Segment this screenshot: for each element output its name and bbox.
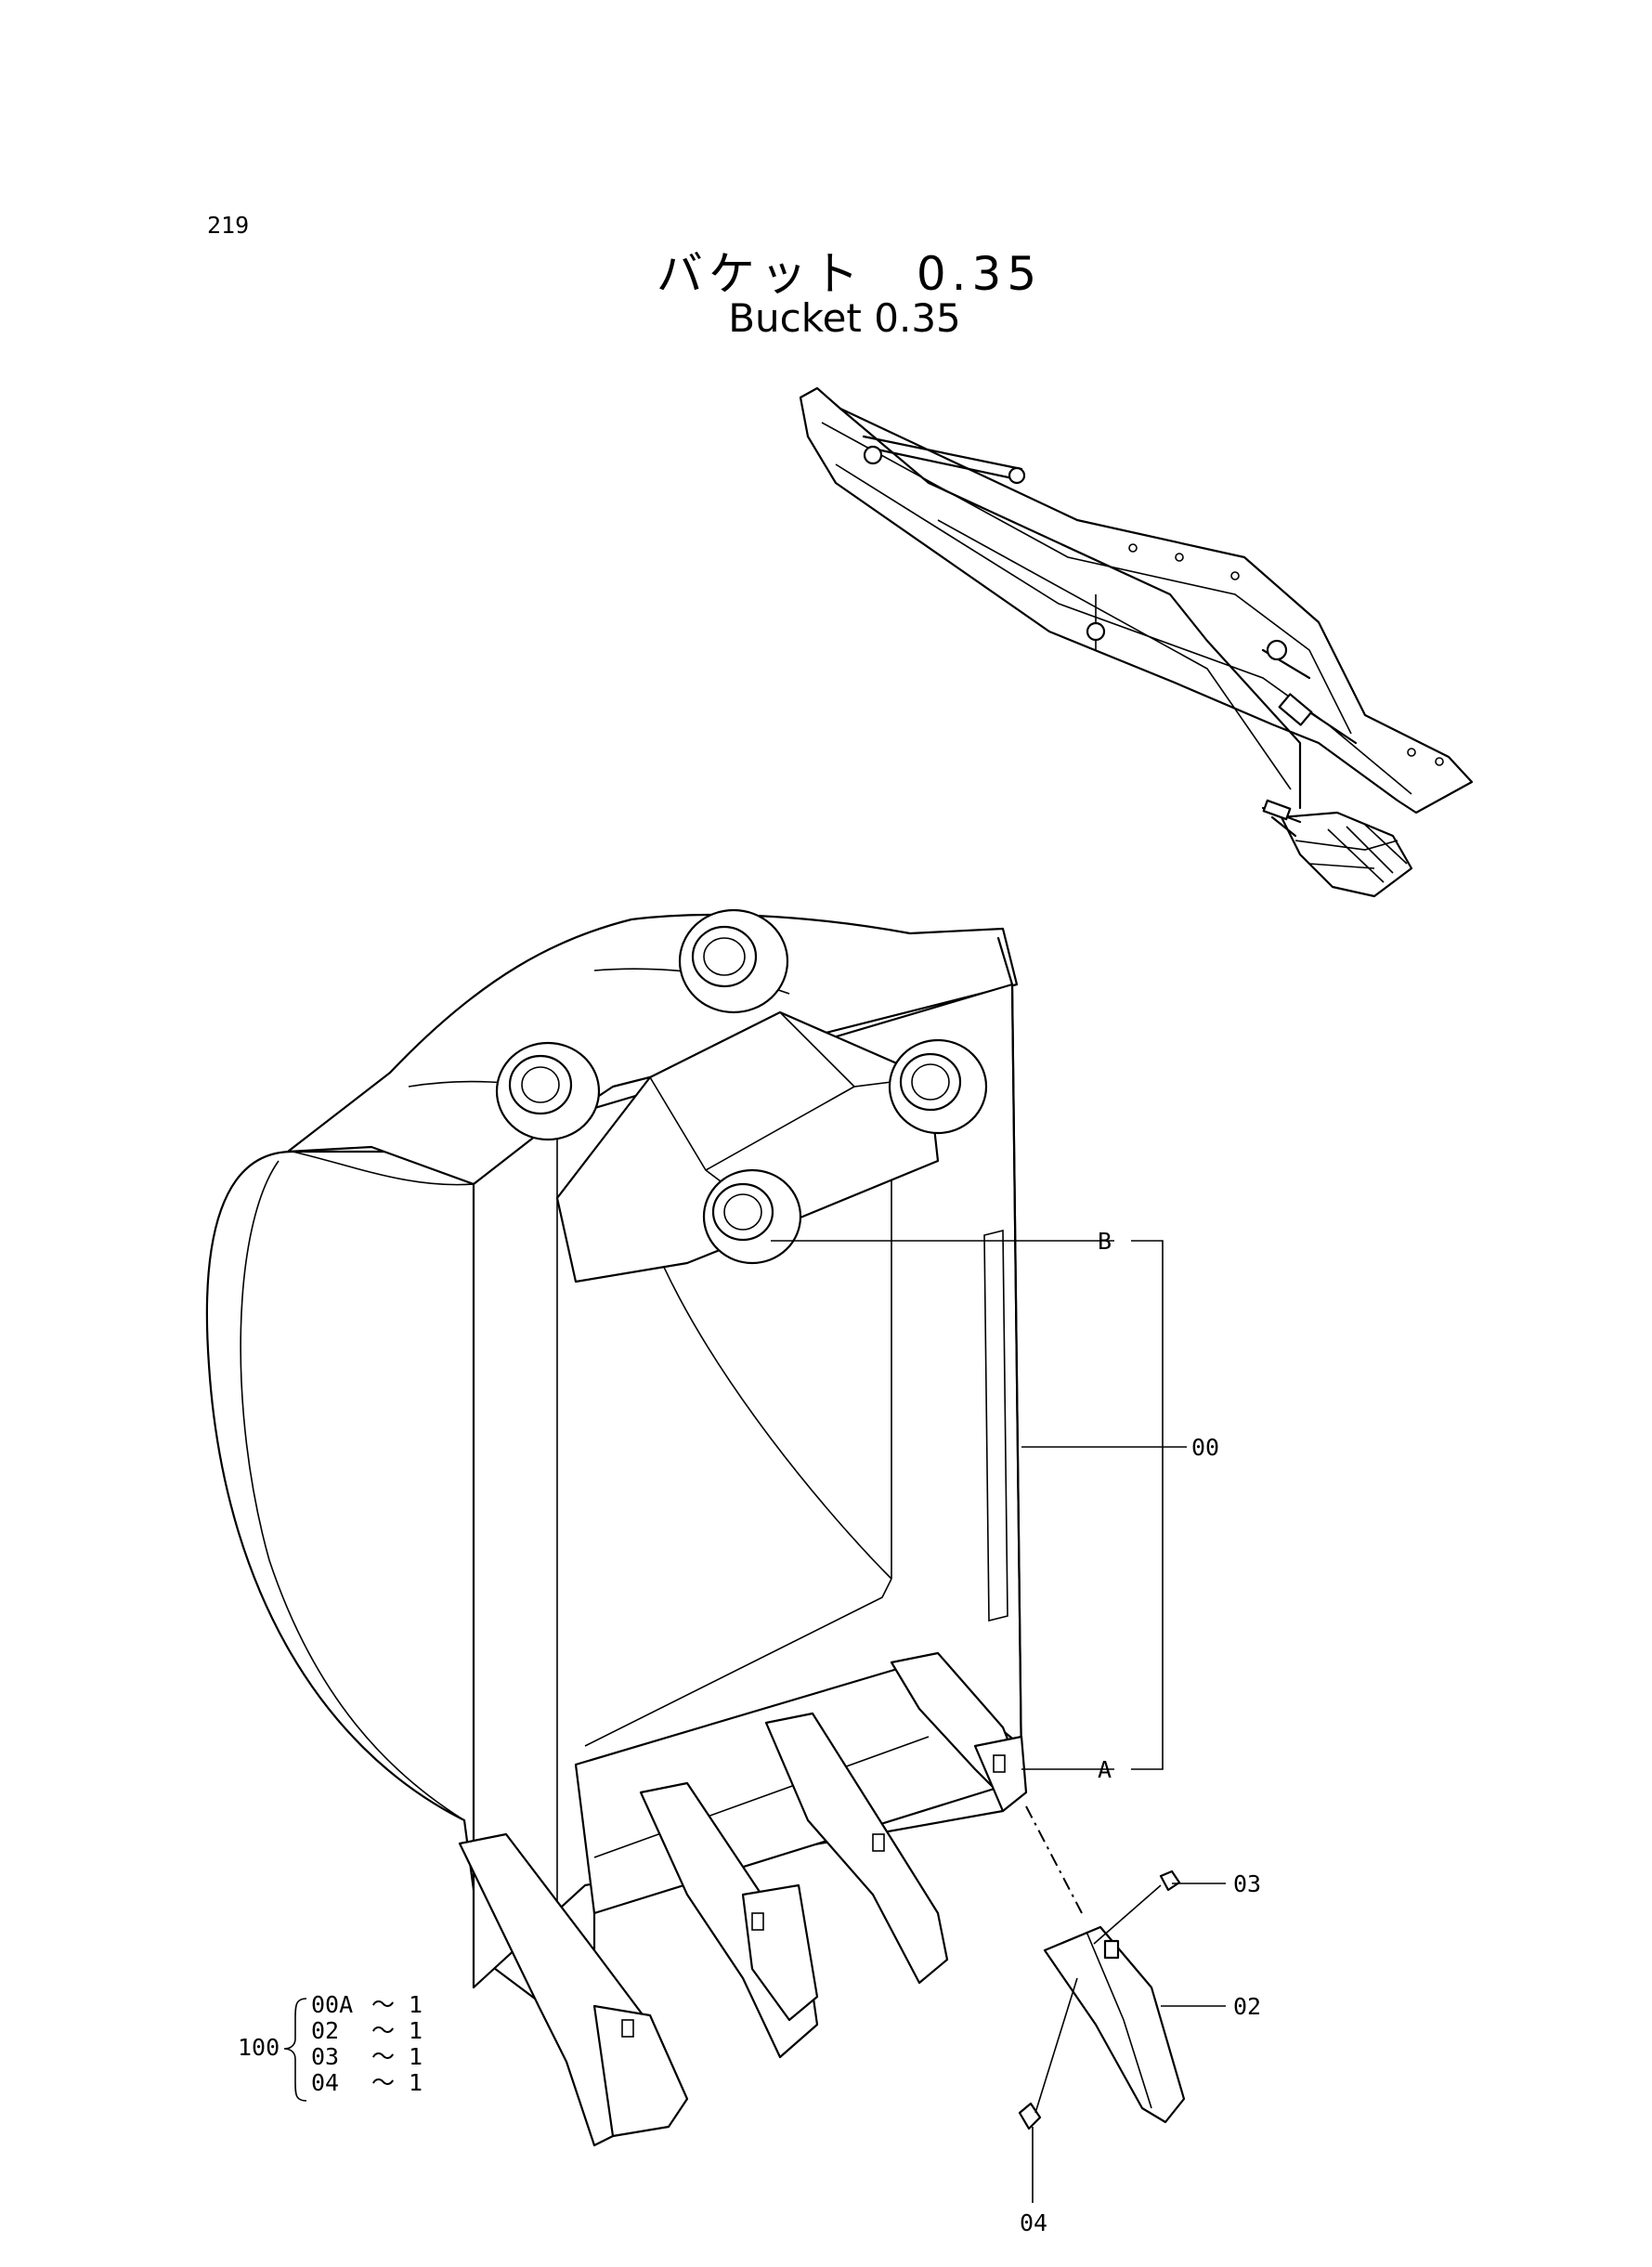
kit-item-qty: ～ 1 (371, 2017, 423, 2044)
exploded-tooth (1018, 1870, 1186, 2130)
pin-boss-lower-left (702, 1168, 802, 1265)
kit-item-qty: ～ 1 (371, 1991, 423, 2018)
pin-boss-upper-right (678, 908, 789, 1014)
callout-04: 04 (1020, 2209, 1047, 2236)
callout-00: 00 (1191, 1434, 1219, 1461)
excavator-arm-overview (799, 386, 1474, 898)
kit-item-qty: ～ 1 (371, 2069, 423, 2096)
title-english: Bucket 0.35 (728, 295, 961, 341)
bucket-teeth (458, 1651, 1028, 2147)
page-number: 219 (207, 212, 250, 239)
callout-B: B (1098, 1228, 1112, 1255)
kit-item-part: 02 (311, 2017, 339, 2044)
kit-list: 100 00A ～ 1 02 ～ 1 03 ～ 1 04 ～ 1 (238, 1991, 423, 2102)
kit-item-part: 00A (311, 1991, 353, 2018)
kit-item-part: 03 (311, 2043, 339, 2070)
callout-leaders (771, 1240, 1226, 2203)
title-japanese: バケット 0.35 (656, 247, 1043, 301)
callout-02: 02 (1233, 1993, 1261, 2020)
callout-A: A (1098, 1756, 1112, 1783)
callout-03: 03 (1233, 1870, 1261, 1897)
kit-number: 100 (238, 2034, 280, 2061)
pin-boss-lower-right (888, 1038, 988, 1135)
kit-item-part: 04 (311, 2069, 339, 2096)
kit-item-qty: ～ 1 (371, 2043, 423, 2070)
pin-boss-upper-left (495, 1041, 601, 1141)
bucket-drawing (205, 908, 1186, 2147)
